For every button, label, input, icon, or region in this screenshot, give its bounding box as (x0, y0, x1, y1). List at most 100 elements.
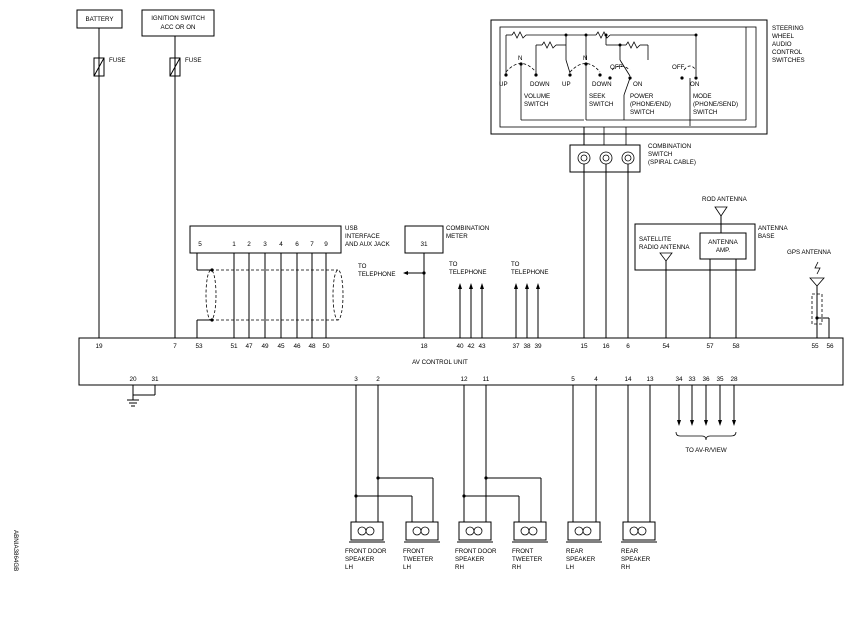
av-pin: 38 (523, 343, 531, 350)
av-bottom-pins: 20 31 3 2 12 11 5 4 14 13 34 33 36 35 28 (129, 376, 738, 383)
antenna-base-title-2: BASE (758, 233, 775, 240)
mode-switch-label-3: SWITCH (693, 109, 717, 116)
to-telephone-meter-1: TO (358, 263, 367, 270)
volume-switch-label-1: VOLUME (524, 93, 550, 100)
gps-antenna (809, 261, 830, 338)
av-pin: 28 (730, 376, 738, 383)
battery-wire (93, 28, 105, 338)
ignition-switch-label: IGNITION SWITCH (151, 15, 205, 22)
power-switch-label-1: POWER (630, 93, 654, 100)
av-pin: 13 (646, 376, 654, 383)
speaker-label: LH (566, 564, 574, 571)
speaker-label: TWEETER (512, 556, 543, 563)
speaker-label: SPEAKER (566, 556, 596, 563)
av-rview-wires (675, 385, 737, 441)
speaker-front-tweeter-lh (404, 521, 440, 543)
speaker-label: REAR (621, 548, 639, 555)
av-pin: 18 (420, 343, 428, 350)
usb-pin: 6 (295, 241, 299, 248)
steering-title-2: WHEEL (772, 33, 795, 40)
seek-switch-label-2: SWITCH (589, 101, 613, 108)
mode-switch-label-1: MODE (693, 93, 712, 100)
to-telephone-group1-1: TO (449, 261, 458, 268)
usb-pin: 5 (198, 241, 202, 248)
steering-title-4: CONTROL (772, 49, 803, 56)
speaker-front-door-rh (457, 521, 493, 543)
av-pin: 43 (478, 343, 486, 350)
usb-title-1: USB (345, 225, 358, 232)
speaker-front-door-lh (349, 521, 385, 543)
volume-n-label: N (518, 55, 522, 62)
av-pin: 53 (195, 343, 203, 350)
speaker-wiring (354, 385, 651, 522)
battery-label: BATTERY (86, 16, 114, 23)
meter-wire (403, 253, 426, 338)
speaker-label: FRONT DOOR (455, 548, 497, 555)
seek-down-label: DOWN (592, 81, 612, 88)
to-av-rview-label: TO AV-R/VIEW (685, 447, 727, 454)
av-pin: 47 (245, 343, 253, 350)
antenna-base-box (634, 223, 756, 271)
speaker-label: LH (403, 564, 411, 571)
volume-down-label: DOWN (530, 81, 550, 88)
rod-antenna (714, 206, 728, 233)
av-pin: 14 (624, 376, 632, 383)
fuse-label-ignition: FUSE (185, 57, 202, 64)
av-pin: 33 (688, 376, 696, 383)
av-pin: 45 (277, 343, 285, 350)
to-telephone-meter-2: TELEPHONE (358, 271, 395, 278)
gps-antenna-label: GPS ANTENNA (787, 249, 832, 256)
to-telephone-group2-2: TELEPHONE (511, 269, 548, 276)
steering-title-1: STEERING (772, 25, 804, 32)
av-pin: 12 (460, 376, 468, 383)
av-top-pins: 19 7 53 51 47 49 45 46 48 50 18 40 42 43… (95, 343, 834, 350)
speaker-label: TWEETER (403, 556, 434, 563)
telephone-group2-wires (514, 283, 540, 338)
av-pin: 35 (716, 376, 724, 383)
ignition-switch-box: IGNITION SWITCH ACC OR ON (141, 9, 215, 37)
av-pin: 6 (626, 343, 630, 350)
speaker-labels: FRONT DOOR SPEAKER LH FRONT TWEETER LH F… (345, 548, 651, 571)
combo-switch-title-3: (SPIRAL CABLE) (648, 159, 696, 166)
av-pin: 51 (230, 343, 238, 350)
satellite-antenna-label-2: RADIO ANTENNA (639, 244, 690, 251)
mode-off-label: OFF (672, 64, 685, 71)
speaker-label: FRONT DOOR (345, 548, 387, 555)
speaker-label: FRONT (403, 548, 425, 555)
seek-n-label: N (583, 55, 587, 62)
mode-on-label: ON (690, 81, 699, 88)
combo-switch-title-1: COMBINATION (648, 143, 691, 150)
steering-title-3: AUDIO (772, 41, 792, 48)
speaker-label: LH (345, 564, 353, 571)
to-telephone-group2-1: TO (511, 261, 520, 268)
speaker-label: SPEAKER (345, 556, 375, 563)
battery-box: BATTERY (76, 9, 123, 29)
speaker-label: FRONT (512, 548, 534, 555)
av-pin: 19 (95, 343, 103, 350)
av-pin: 55 (811, 343, 819, 350)
usb-pin: 2 (247, 241, 251, 248)
combination-meter-box: 31 (404, 225, 444, 254)
av-pin: 2 (376, 376, 380, 383)
av-pin: 57 (706, 343, 714, 350)
ignition-acc-label: ACC OR ON (160, 24, 195, 31)
meter-title-1: COMBINATION (446, 225, 489, 232)
antenna-amp-label-1: ANTENNA (708, 239, 738, 246)
meter-title-2: METER (446, 233, 468, 240)
av-pin: 34 (675, 376, 683, 383)
av-pin: 42 (467, 343, 475, 350)
steering-internal-wiring (504, 27, 747, 145)
meter-pin: 31 (420, 241, 428, 248)
volume-switch-label-2: SWITCH (524, 101, 548, 108)
av-pin: 58 (732, 343, 740, 350)
usb-wires (196, 253, 344, 338)
av-pin: 56 (826, 343, 834, 350)
av-control-unit-title: AV CONTROL UNIT (412, 359, 468, 366)
usb-pins: 5 1 2 3 4 6 7 9 (198, 241, 328, 248)
av-pin: 11 (483, 376, 490, 383)
speaker-label: RH (455, 564, 464, 571)
steering-title-5: SWITCHES (772, 57, 805, 64)
steering-labels: UP DOWN N VOLUME SWITCH UP DOWN N SEEK S… (499, 55, 738, 116)
antenna-base-title-1: ANTENNA (758, 225, 788, 232)
usb-pin: 9 (324, 241, 328, 248)
